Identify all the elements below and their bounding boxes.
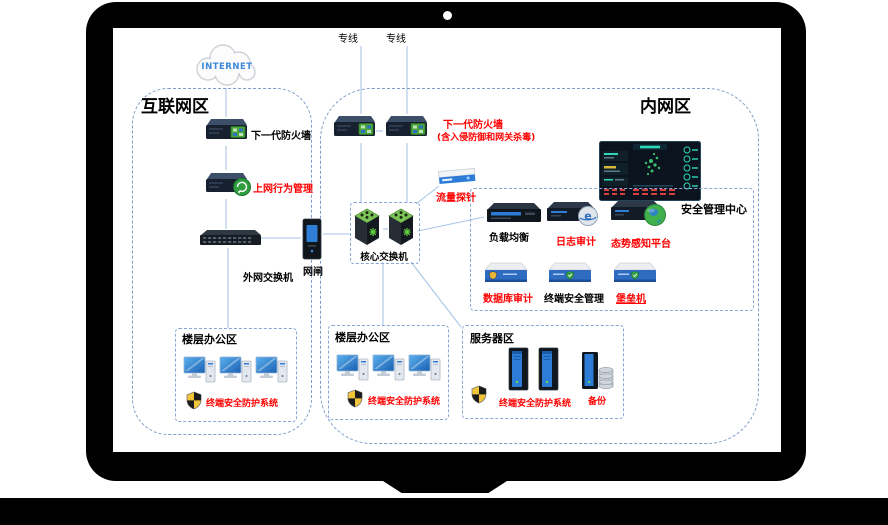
terminal-security-label: 终端安全管理 <box>544 294 604 305</box>
server-area-box <box>462 325 624 419</box>
firewall-mid-1-icon <box>334 116 375 136</box>
office-area-1-title: 楼层办公区 <box>182 333 237 346</box>
bastion-label: 堡垒机 <box>616 294 646 305</box>
ngfw-right-label: 下一代防火墙 <box>443 120 503 131</box>
desktop-pc-icon <box>183 356 216 383</box>
traffic-probe-label: 流量探针 <box>436 193 476 204</box>
backup-server-icon <box>582 352 614 389</box>
desktop-pc-icon <box>408 354 441 381</box>
external-switch-icon <box>200 230 261 245</box>
zone-intranet <box>320 88 759 444</box>
shield-icon <box>347 389 363 408</box>
desktop-pc-icon <box>219 356 252 383</box>
monitor-stand-base <box>0 498 888 525</box>
db-audit-label: 数据库审计 <box>483 294 533 305</box>
security-center-box <box>470 188 754 311</box>
desktop-pc-icon <box>336 354 369 381</box>
network-gap-label: 网闸 <box>303 267 323 278</box>
dedicated-line-2-label: 专线 <box>386 34 406 45</box>
zone-internet-title: 互联网区 <box>141 97 209 117</box>
behavior-mgmt-label: 上网行为管理 <box>253 184 313 195</box>
firewall-mid-2-icon <box>386 116 427 136</box>
situation-platform-icon <box>611 201 666 226</box>
traffic-probe-icon <box>438 168 476 185</box>
security-center-label: 安全管理中心 <box>681 203 747 216</box>
log-audit-icon: e <box>547 202 598 226</box>
ngfw-left-label: 下一代防火墙 <box>251 131 311 142</box>
core-switch-2-icon <box>388 208 414 245</box>
camera-dot <box>443 11 452 20</box>
office-area-2-box <box>328 325 449 420</box>
internet-cloud-icon: INTERNET <box>196 44 256 86</box>
external-switch-label: 外网交换机 <box>243 273 293 284</box>
shield-icon <box>471 385 487 404</box>
server-tower-icon <box>538 347 559 391</box>
svg-text:e: e <box>584 210 591 223</box>
office-area-2-title: 楼层办公区 <box>335 331 390 344</box>
endpoint-protection-1-label: 终端安全防护系统 <box>206 399 279 409</box>
core-switch-box <box>350 202 420 264</box>
situation-platform-label: 态势感知平台 <box>611 239 671 250</box>
core-switch-label: 核心交换机 <box>360 252 408 263</box>
firewall-left-icon <box>206 119 247 139</box>
office-area-1-box <box>175 328 297 422</box>
endpoint-protection-2-label: 终端安全防护系统 <box>368 397 441 407</box>
zone-intranet-title: 内网区 <box>640 97 691 117</box>
network-gap-icon <box>302 218 322 260</box>
db-audit-icon <box>484 262 528 282</box>
ngfw-right-sublabel: (含入侵防御和网关杀毒) <box>437 133 536 143</box>
dedicated-line-1-label: 专线 <box>338 34 358 45</box>
endpoint-protection-3-label: 终端安全防护系统 <box>499 399 572 409</box>
load-balancer-label: 负载均衡 <box>489 233 529 244</box>
bastion-icon <box>613 262 657 282</box>
zone-internet <box>132 88 312 435</box>
backup-label: 备份 <box>588 397 607 407</box>
load-balancer-icon <box>487 203 541 222</box>
log-audit-label: 日志审计 <box>556 237 596 248</box>
core-switch-1-icon <box>354 208 380 245</box>
internet-cloud-label: INTERNET <box>201 62 252 72</box>
desktop-pc-icon <box>255 356 288 383</box>
server-tower-icon <box>508 347 529 391</box>
situation-dashboard-icon <box>599 141 701 201</box>
behavior-mgmt-icon <box>206 173 251 196</box>
terminal-security-icon <box>548 262 592 282</box>
server-area-title: 服务器区 <box>470 332 514 345</box>
shield-icon <box>186 391 202 410</box>
monitor-stand-neck <box>383 481 507 493</box>
desktop-pc-icon <box>372 354 405 381</box>
